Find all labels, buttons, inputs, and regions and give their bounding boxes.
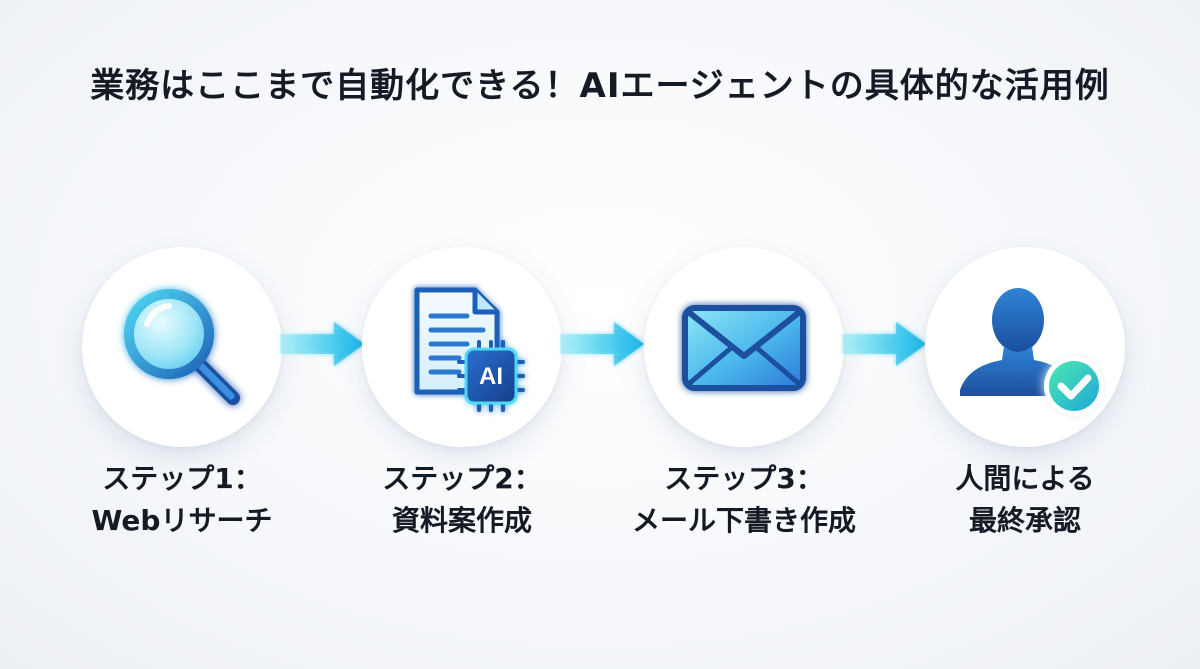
ai-badge-text: AI bbox=[479, 363, 503, 390]
step-subtitle: 最終承認 bbox=[968, 504, 1081, 537]
step-title: 人間による bbox=[955, 462, 1095, 495]
step-title: ステップ3： bbox=[664, 462, 824, 495]
step-title: ステップ2： bbox=[382, 462, 542, 495]
step-subtitle: 資料案作成 bbox=[391, 504, 532, 537]
arrow-right-icon bbox=[842, 322, 926, 366]
magnifier-icon bbox=[124, 289, 240, 405]
page-title: 業務はここまで自動化できる！AIエージェントの具体的な活用例 bbox=[90, 66, 1110, 106]
step-title: ステップ1： bbox=[102, 462, 262, 495]
step-human-approval bbox=[925, 247, 1125, 447]
step-label-3: ステップ3： メール下書き作成 bbox=[599, 458, 889, 542]
step-circle bbox=[644, 247, 844, 447]
document-ai-icon: AI bbox=[414, 287, 525, 412]
step-document-draft: AI bbox=[362, 247, 562, 447]
check-badge-icon bbox=[1044, 356, 1104, 416]
step-subtitle: Webリサーチ bbox=[91, 504, 273, 537]
person-check-icon bbox=[960, 288, 1104, 416]
arrow-right-icon bbox=[560, 322, 644, 366]
step-label-4: 人間による 最終承認 bbox=[880, 458, 1170, 542]
step-circle: AI bbox=[362, 247, 562, 447]
step-circle bbox=[925, 247, 1125, 447]
envelope-icon bbox=[682, 305, 806, 391]
step-web-research bbox=[82, 247, 282, 447]
step-email-draft bbox=[644, 247, 844, 447]
step-circle bbox=[82, 247, 282, 447]
step-label-2: ステップ2： 資料案作成 bbox=[317, 458, 607, 542]
step-subtitle: メール下書き作成 bbox=[631, 504, 856, 537]
step-label-1: ステップ1： Webリサーチ bbox=[37, 458, 327, 542]
arrow-right-icon bbox=[280, 322, 364, 366]
